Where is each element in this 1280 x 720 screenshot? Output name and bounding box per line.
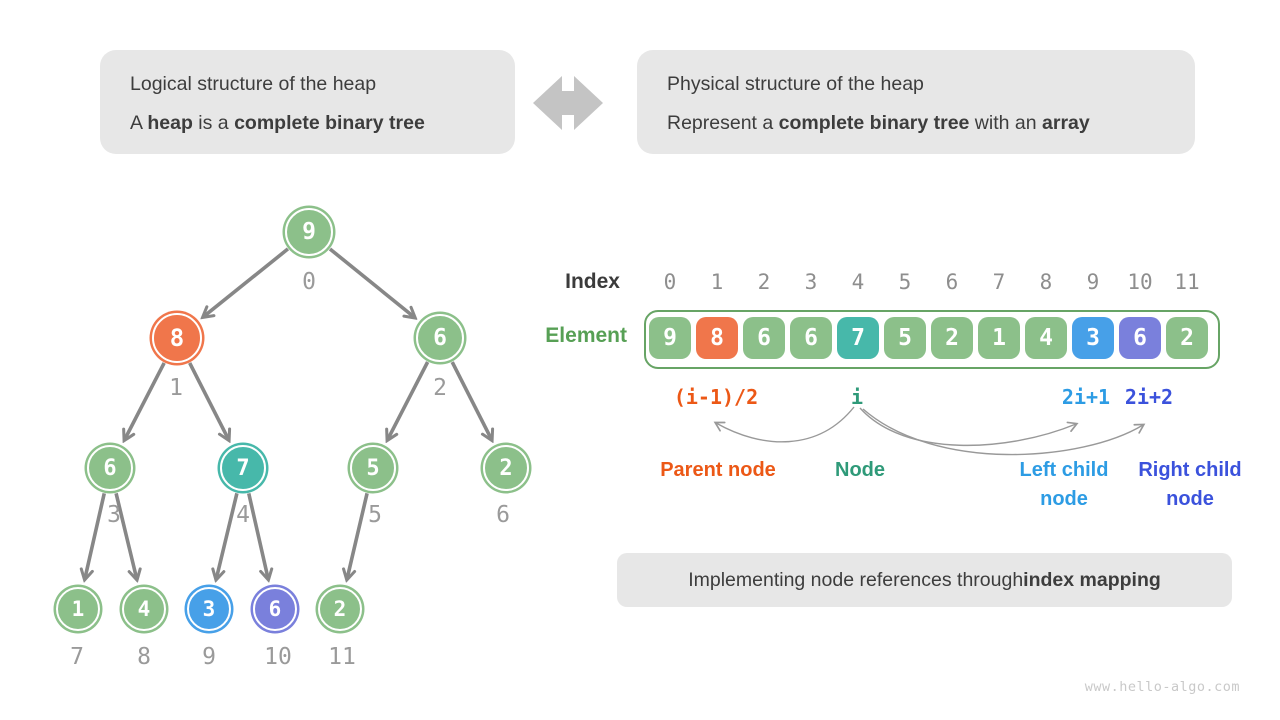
array-index-2: 2	[757, 270, 771, 294]
tree-node-6: 2	[483, 445, 529, 491]
relation-label-node: Node	[770, 456, 950, 485]
logical-structure-line2: A heap is a complete binary tree	[130, 112, 495, 135]
tree-node-3: 6	[87, 445, 133, 491]
caption-text: Implementing node references through	[688, 568, 1024, 591]
array-index-3: 3	[804, 270, 818, 294]
array-index-6: 6	[945, 270, 959, 294]
array-cell-4: 7	[837, 317, 879, 359]
relation-label-line: Node	[835, 459, 885, 481]
array-index-10: 10	[1127, 270, 1153, 294]
physical-line2-text: Represent a	[667, 112, 779, 134]
tree-index-label-6: 6	[496, 502, 510, 528]
array-cell-7: 1	[978, 317, 1020, 359]
array-cell-3: 6	[790, 317, 832, 359]
array-index-11: 11	[1174, 270, 1200, 294]
physical-structure-box: Physical structure of the heap Represent…	[637, 50, 1195, 154]
array-index-0: 0	[663, 270, 677, 294]
array-cell-1: 8	[696, 317, 738, 359]
caption-bold: index mapping	[1023, 568, 1161, 591]
i-to-parent-arrow	[713, 406, 855, 443]
tree-node-5: 5	[350, 445, 396, 491]
relation-label-line: Left child	[1019, 459, 1109, 481]
array-cell-10: 6	[1119, 317, 1161, 359]
i-to-right-child-arrow	[862, 408, 1146, 456]
array-cell-9: 3	[1072, 317, 1114, 359]
logical-line2-text: is a	[192, 112, 235, 134]
physical-structure-line1: Physical structure of the heap	[667, 73, 1175, 96]
relation-label-line: Parent node	[660, 459, 776, 481]
index-row-label: Index	[565, 270, 620, 293]
watermark: www.hello-algo.com	[1084, 679, 1240, 695]
physical-line2-text: with an	[969, 112, 1043, 134]
element-row-label: Element	[545, 324, 627, 347]
logical-line2-text: A	[130, 112, 148, 134]
physical-line1-text: Physical structure of the heap	[667, 73, 924, 95]
tree-index-label-9: 9	[202, 644, 216, 670]
relation-label-right-child-node: Right child node	[1100, 456, 1280, 514]
array-index-7: 7	[992, 270, 1006, 294]
formula-(i-1)/2: (i-1)/2	[673, 385, 759, 409]
tree-index-label-11: 11	[328, 644, 356, 670]
i-to-left-child-arrow	[859, 407, 1079, 446]
tree-node-10: 6	[253, 587, 297, 631]
tree-index-label-2: 2	[433, 375, 447, 401]
tree-index-label-4: 4	[236, 502, 250, 528]
array-cell-5: 5	[884, 317, 926, 359]
array-cell-11: 2	[1166, 317, 1208, 359]
relation-label-parent-node: Parent node	[628, 456, 808, 485]
tree-edges	[85, 247, 492, 579]
index-mapping-arrows	[713, 406, 1146, 456]
array-index-1: 1	[710, 270, 724, 294]
array-index-5: 5	[898, 270, 912, 294]
logical-line2-bold: heap	[147, 112, 193, 134]
logical-line1-text: Logical structure of the heap	[130, 73, 377, 95]
tree-index-label-0: 0	[302, 269, 316, 295]
tree-node-7: 1	[56, 587, 100, 631]
tree-edge-0-2	[328, 247, 414, 317]
formula-2i+2: 2i+2	[1124, 385, 1174, 409]
array-cell-8: 4	[1025, 317, 1067, 359]
tree-index-label-1: 1	[169, 375, 183, 401]
relation-label-line: node	[1166, 488, 1214, 510]
physical-structure-line2: Represent a complete binary tree with an…	[667, 112, 1175, 135]
array-index-9: 9	[1086, 270, 1100, 294]
logical-structure-box: Logical structure of the heap A heap is …	[100, 50, 515, 154]
array-cell-6: 2	[931, 317, 973, 359]
tree-index-label-8: 8	[137, 644, 151, 670]
logical-structure-line1: Logical structure of the heap	[130, 73, 495, 96]
tree-index-label-3: 3	[107, 502, 121, 528]
physical-line2-bold: complete binary tree	[778, 112, 970, 134]
relation-label-left-child-node: Left child node	[974, 456, 1154, 514]
tree-node-0: 9	[285, 208, 333, 256]
tree-edge-0-1	[204, 247, 290, 317]
tree-node-2: 6	[416, 314, 464, 362]
array-index-8: 8	[1039, 270, 1053, 294]
tree-index-label-7: 7	[70, 644, 84, 670]
tree-index-label-10: 10	[264, 644, 292, 670]
tree-node-11: 2	[318, 587, 362, 631]
tree-node-8: 4	[122, 587, 166, 631]
logical-line2-bold: complete binary tree	[234, 112, 425, 134]
formula-i: i	[850, 385, 864, 409]
array-cell-2: 6	[743, 317, 785, 359]
relation-label-line: node	[1040, 488, 1088, 510]
tree-index-label-5: 5	[368, 502, 382, 528]
array-index-4: 4	[851, 270, 865, 294]
relation-label-line: Right child	[1138, 459, 1242, 481]
caption-box: Implementing node references through ind…	[617, 553, 1232, 607]
array-cell-0: 9	[649, 317, 691, 359]
formula-2i+1: 2i+1	[1061, 385, 1111, 409]
tree-node-4: 7	[220, 445, 266, 491]
physical-line2-bold: array	[1042, 112, 1090, 134]
tree-node-1: 8	[152, 313, 202, 363]
tree-node-9: 3	[187, 587, 231, 631]
